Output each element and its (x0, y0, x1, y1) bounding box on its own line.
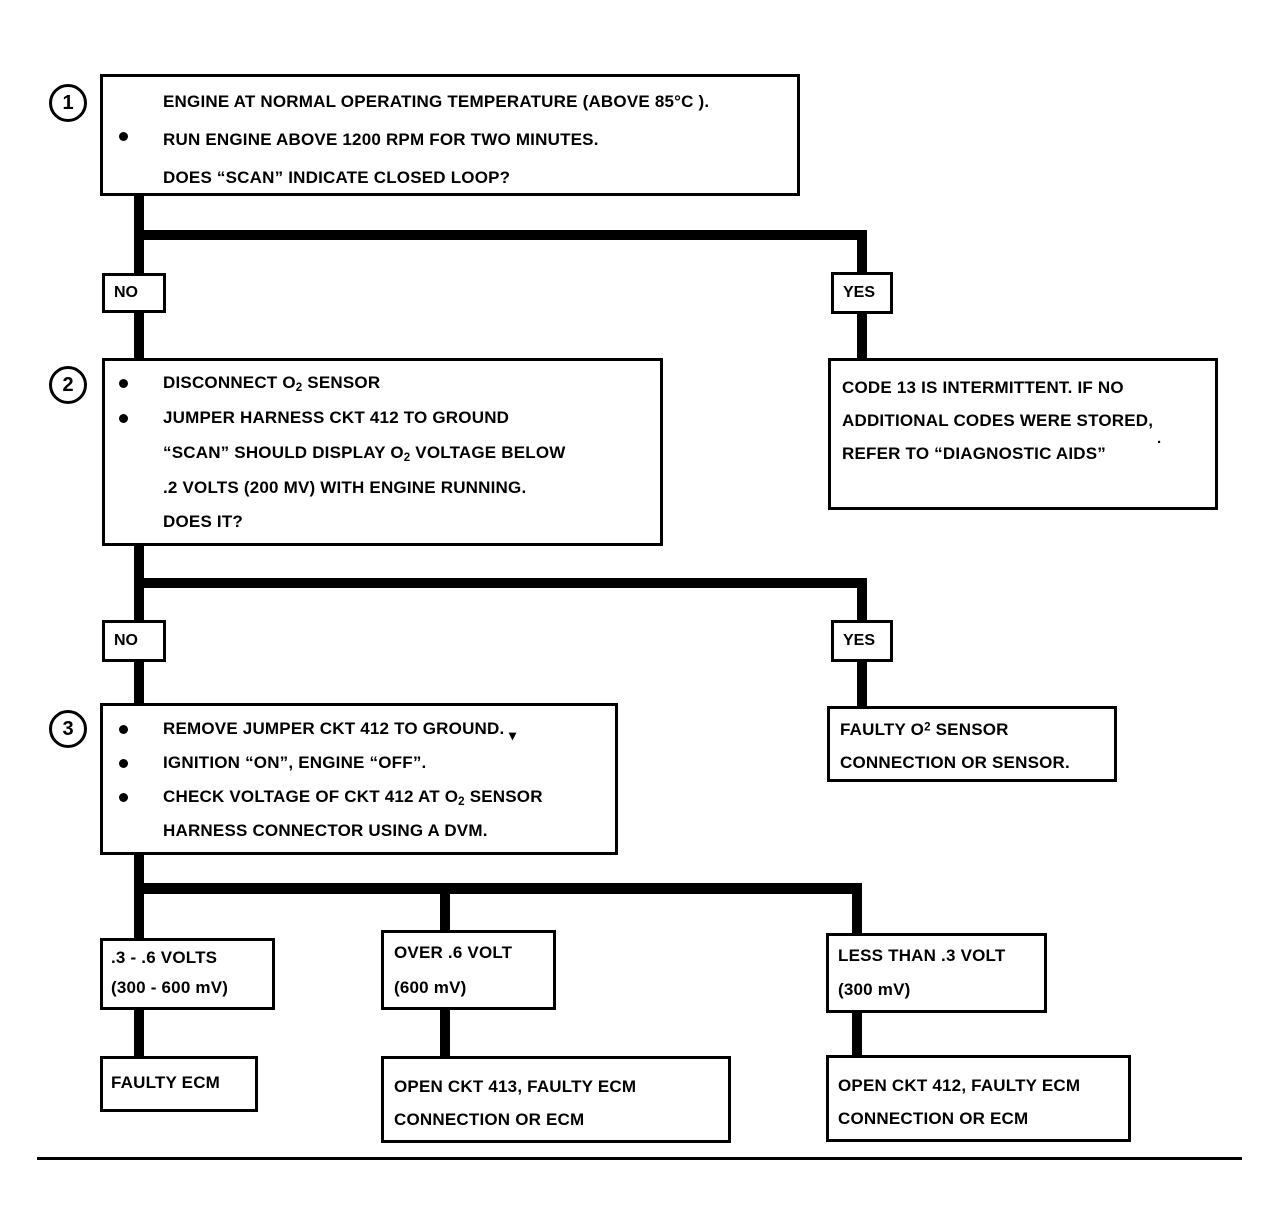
connector-left-result (134, 1006, 144, 1058)
step-2-o2-subscript: 2 (295, 381, 303, 394)
step-2-line-4: .2 VOLTS (200 MV) WITH ENGINE RUNNING. (163, 478, 527, 497)
step-2-line-3-a: “SCAN” SHOULD DISPLAY O (163, 443, 404, 462)
decision-no-1[interactable]: NO (102, 273, 166, 313)
step-3-line-1: REMOVE JUMPER CKT 412 TO GROUND. (163, 719, 505, 738)
faulty-o2-text-b: SENSOR (930, 720, 1009, 739)
connector-to-no2 (134, 578, 144, 624)
connector-no1-to-box2 (134, 310, 144, 360)
step-1-line-3: DOES “SCAN” INDICATE CLOSED LOOP? (163, 168, 511, 187)
branch-mid-result-box (381, 1056, 731, 1143)
step-3-o2-subscript: 2 (458, 795, 465, 808)
step-2-bullet-1 (119, 379, 128, 388)
step-2-line-1-a: DISCONNECT O (163, 373, 296, 392)
step-number-3: 3 (49, 710, 87, 748)
branch-mid-result-line-1: OPEN CKT 413, FAULTY ECM (394, 1077, 637, 1096)
step-3-line-3: CHECK VOLTAGE OF CKT 412 AT O2 SENSOR (163, 787, 543, 808)
step-1-box (100, 74, 800, 196)
branch-right-result-line-1: OPEN CKT 412, FAULTY ECM (838, 1076, 1081, 1095)
step-2-line-2: JUMPER HARNESS CKT 412 TO GROUND (163, 408, 510, 427)
faulty-o2-line-1: FAULTY O2 SENSOR (840, 720, 1009, 740)
step-2-line-5: DOES IT? (163, 512, 243, 531)
connector-right-result (852, 1013, 862, 1055)
decision-yes-1[interactable]: YES (831, 272, 893, 314)
branch-right-result-box (826, 1055, 1131, 1142)
connector-branch-right (852, 883, 862, 935)
step-3-cursor-mark: ▾ (509, 727, 517, 743)
connector-to-yes1 (857, 230, 867, 272)
faulty-o2-text-a: FAULTY O (840, 720, 925, 739)
connector-box1-stem (134, 193, 144, 238)
branch-right-line-2: (300 mV) (838, 980, 911, 999)
branch-left-line-1: .3 - .6 VOLTS (111, 948, 218, 967)
branch-left-result-text: FAULTY ECM (111, 1073, 221, 1092)
code-13-line-2: ADDITIONAL CODES WERE STORED, (842, 411, 1154, 430)
code-13-line-3: REFER TO “DIAGNOSTIC AIDS” (842, 444, 1106, 463)
branch-right-box (826, 933, 1047, 1013)
connector-box2-stem (134, 543, 144, 588)
step-2-line-3: “SCAN” SHOULD DISPLAY O2 VOLTAGE BELOW (163, 443, 566, 464)
code-13-line-1: CODE 13 IS INTERMITTENT. IF NO (842, 378, 1124, 397)
step-2-line-1-b: SENSOR (302, 373, 381, 392)
step-2-bullet-2 (119, 414, 128, 423)
faulty-o2-line-2: CONNECTION OR SENSOR. (840, 753, 1070, 772)
branch-mid-box (381, 930, 556, 1010)
connector-split-bar-2 (134, 578, 867, 588)
step-2-o2-subscript-2: 2 (403, 451, 411, 464)
step-3-bullet-1 (119, 725, 128, 734)
connector-split-bar-1 (134, 230, 867, 240)
branch-mid-result-line-2: CONNECTION OR ECM (394, 1110, 585, 1129)
branch-left-box (100, 938, 275, 1010)
connector-yes2-to-faulty-o2 (857, 660, 867, 708)
step-3-line-3-b: SENSOR (464, 787, 543, 806)
page-bottom-rule (37, 1157, 1242, 1160)
step-2-line-1: DISCONNECT O2 SENSOR (163, 373, 380, 394)
step-1-bullet (119, 132, 128, 141)
faulty-o2-superscript: 2 (924, 721, 931, 734)
step-3-line-2: IGNITION “ON”, ENGINE “OFF”. (163, 753, 427, 772)
branch-left-line-2: (300 - 600 mV) (111, 978, 229, 997)
branch-left-result-box (100, 1056, 258, 1112)
step-3-bullet-2 (119, 759, 128, 768)
decision-yes-2[interactable]: YES (831, 620, 893, 662)
step-1-line-1: ENGINE AT NORMAL OPERATING TEMPERATURE (… (163, 92, 710, 111)
step-number-1: 1 (49, 84, 87, 122)
branch-right-line-1: LESS THAN .3 VOLT (838, 946, 1006, 965)
branch-mid-line-2: (600 mV) (394, 978, 467, 997)
branch-right-result-line-2: CONNECTION OR ECM (838, 1109, 1029, 1128)
step-3-line-3-a: CHECK VOLTAGE OF CKT 412 AT O (163, 787, 459, 806)
connector-yes1-to-code13 (857, 312, 867, 360)
step-1-line-2: RUN ENGINE ABOVE 1200 RPM FOR TWO MINUTE… (163, 130, 599, 149)
connector-split-bar-3 (134, 883, 862, 894)
code-13-box (828, 358, 1218, 510)
step-2-line-3-b: VOLTAGE BELOW (410, 443, 566, 462)
decision-no-2[interactable]: NO (102, 620, 166, 662)
connector-to-yes2 (857, 578, 867, 620)
step-2-box (102, 358, 663, 546)
step-number-2: 2 (49, 366, 87, 404)
connector-no2-to-box3 (134, 660, 144, 708)
connector-box3-stem (134, 853, 144, 893)
step-3-box (100, 703, 618, 855)
connector-mid-result (440, 1010, 450, 1056)
step-3-line-4: HARNESS CONNECTOR USING A DVM. (163, 821, 488, 840)
branch-mid-line-1: OVER .6 VOLT (394, 943, 513, 962)
connector-branch-mid (440, 883, 450, 933)
faulty-o2-sensor-box (827, 706, 1117, 782)
code-13-stray-mark: . (1157, 430, 1162, 447)
connector-to-no1 (134, 230, 144, 276)
connector-branch-left (134, 883, 144, 941)
step-3-bullet-3 (119, 793, 128, 802)
